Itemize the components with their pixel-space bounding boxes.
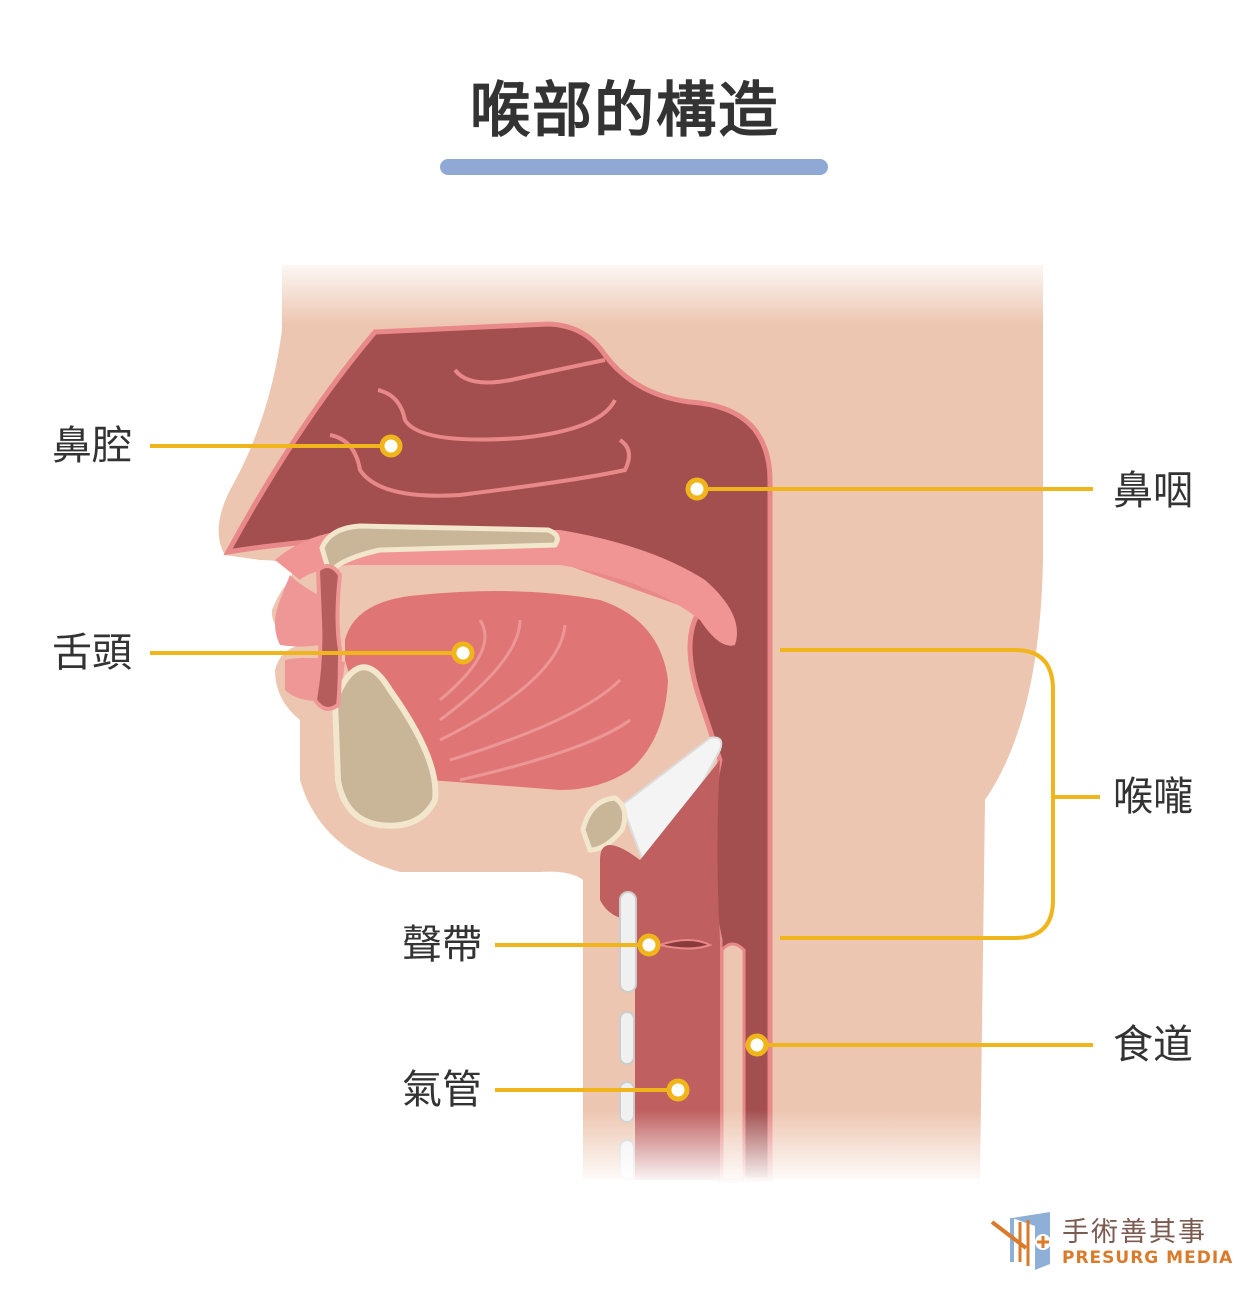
label-nasopharynx: 鼻咽 — [1113, 468, 1193, 514]
incisors — [312, 564, 343, 711]
logo-book-scalpel-icon — [990, 1212, 1051, 1270]
marker-dots — [379, 434, 769, 1102]
label-tongue: 舌頭 — [52, 630, 132, 676]
nasal-turbinates — [329, 358, 631, 498]
vocal-cord-slit — [656, 939, 713, 950]
page-title: 喉部的構造 — [470, 76, 780, 146]
tongue-muscle-fibers — [439, 619, 631, 782]
tongue — [345, 591, 668, 790]
presurg-media-logo: 手術善其事 PRESURG MEDIA — [990, 1208, 1234, 1278]
label-trachea: 氣管 — [402, 1067, 482, 1113]
larynx — [600, 760, 720, 1180]
epiglottis — [620, 736, 723, 883]
label-nasal-cavity: 鼻腔 — [52, 423, 132, 469]
jaw-bone — [331, 664, 439, 829]
logo-name-en: PRESURG MEDIA — [1062, 1248, 1234, 1268]
title-underline — [440, 159, 828, 175]
hyoid-bone — [580, 795, 628, 853]
leader-lines — [150, 444, 1100, 1092]
label-esophagus: 食道 — [1113, 1022, 1193, 1068]
palate — [275, 530, 737, 646]
hard-palate-bone — [319, 523, 560, 584]
label-vocal-cords: 聲帶 — [402, 922, 482, 968]
label-throat: 喉嚨 — [1113, 774, 1193, 820]
logo-name-cn: 手術善其事 — [1062, 1217, 1207, 1248]
